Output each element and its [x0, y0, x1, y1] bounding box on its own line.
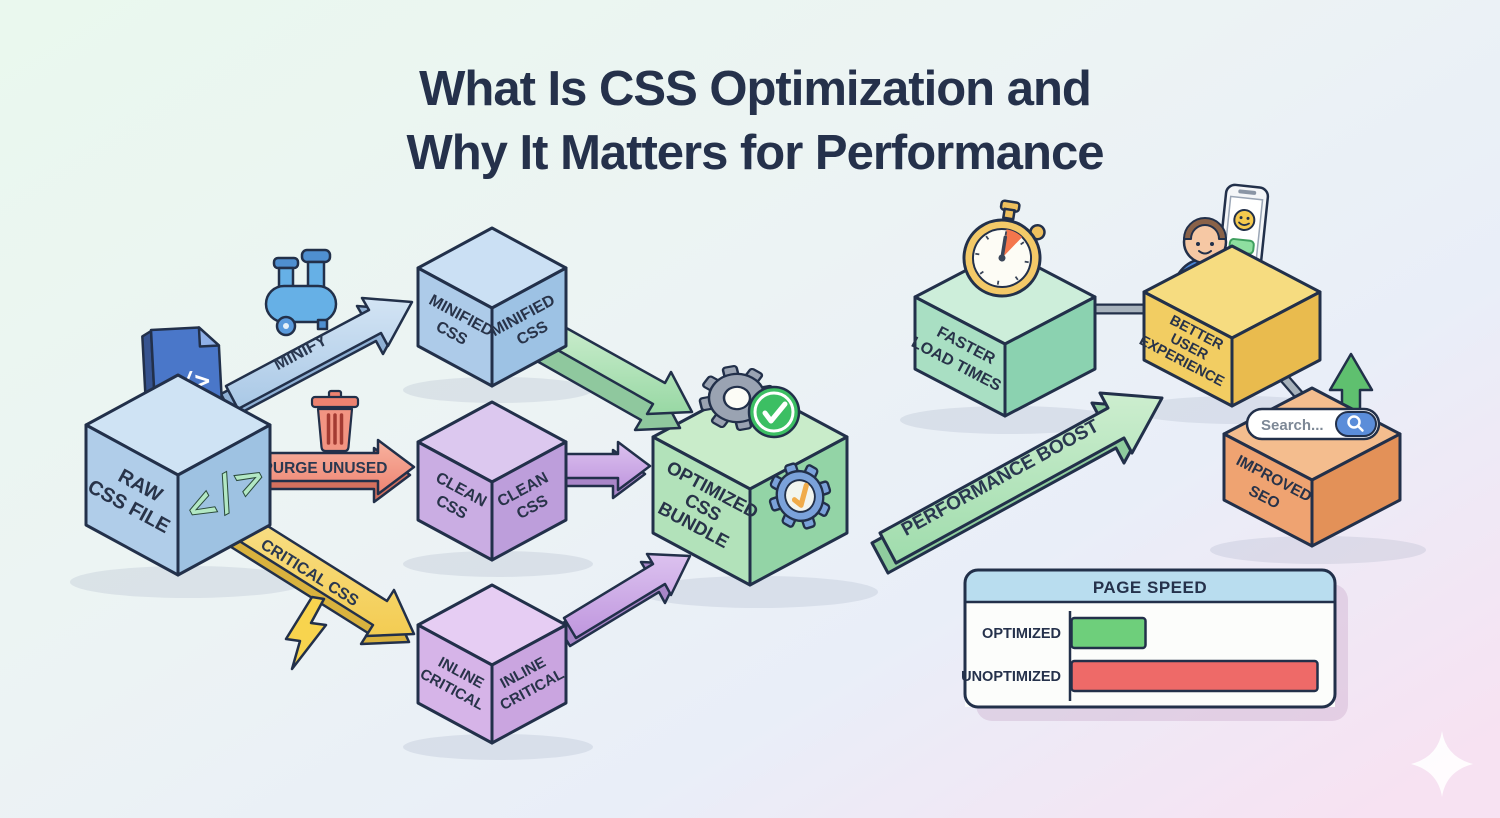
check-badge-icon	[747, 385, 801, 439]
sparkle-icon	[1411, 731, 1473, 797]
bar-label-optimized: OPTIMIZED	[982, 626, 1061, 642]
trash-icon	[310, 389, 360, 453]
stopwatch-icon	[962, 199, 1046, 298]
box-raw-css-file: </> RAW CSS FILE </>	[84, 326, 275, 577]
chart-border	[963, 568, 1337, 709]
arrow-inline-to-bundle	[556, 552, 692, 648]
purge-arrow-label: PURGE UNUSED	[263, 460, 388, 477]
search-bar-icon: Search...	[1245, 407, 1381, 441]
box-optimized-css-bundle: OPTIMIZED CSS BUNDLE	[651, 365, 849, 587]
gear-check-icon	[768, 462, 832, 530]
chart-header	[965, 570, 1335, 602]
ground-shadows	[70, 377, 1426, 760]
chart-title: PAGE SPEED	[1093, 578, 1207, 597]
arrow-clean-to-bundle	[559, 440, 652, 500]
box-faster-load-times: FASTER LOAD TIMES	[908, 199, 1097, 418]
compressor-icon	[264, 248, 338, 337]
box-improved-seo: IMPROVED SEO Search...	[1222, 352, 1402, 548]
title-line-2: Why It Matters for Performance	[407, 126, 1104, 180]
title-line-1: What Is CSS Optimization and	[419, 62, 1091, 116]
box-clean-css: CLEAN CSS CLEAN CSS	[416, 400, 568, 562]
arrow-purge-unused: PURGE UNUSED	[256, 438, 416, 504]
page-title: What Is CSS Optimization and Why It Matt…	[407, 62, 1105, 180]
bar-optimized	[1070, 616, 1147, 650]
box-better-user-experience: BETTER USER EXPERIENCE	[1136, 183, 1322, 408]
page-speed-chart: PAGE SPEED OPTIMIZED UNOPTIMIZED	[961, 568, 1348, 721]
bar-unoptimized	[1070, 659, 1319, 693]
magnifier-icon	[1347, 415, 1364, 432]
box-minified-css: MINIFIED CSS MINIFIED CSS	[416, 226, 568, 388]
bar-label-unoptimized: UNOPTIMIZED	[961, 669, 1061, 685]
lightning-icon	[284, 595, 328, 671]
box-inline-critical: INLINE CRITICAL INLINE CRITICAL	[416, 583, 568, 745]
search-placeholder: Search...	[1261, 417, 1324, 434]
arrow-minify: MINIFY	[219, 296, 414, 419]
